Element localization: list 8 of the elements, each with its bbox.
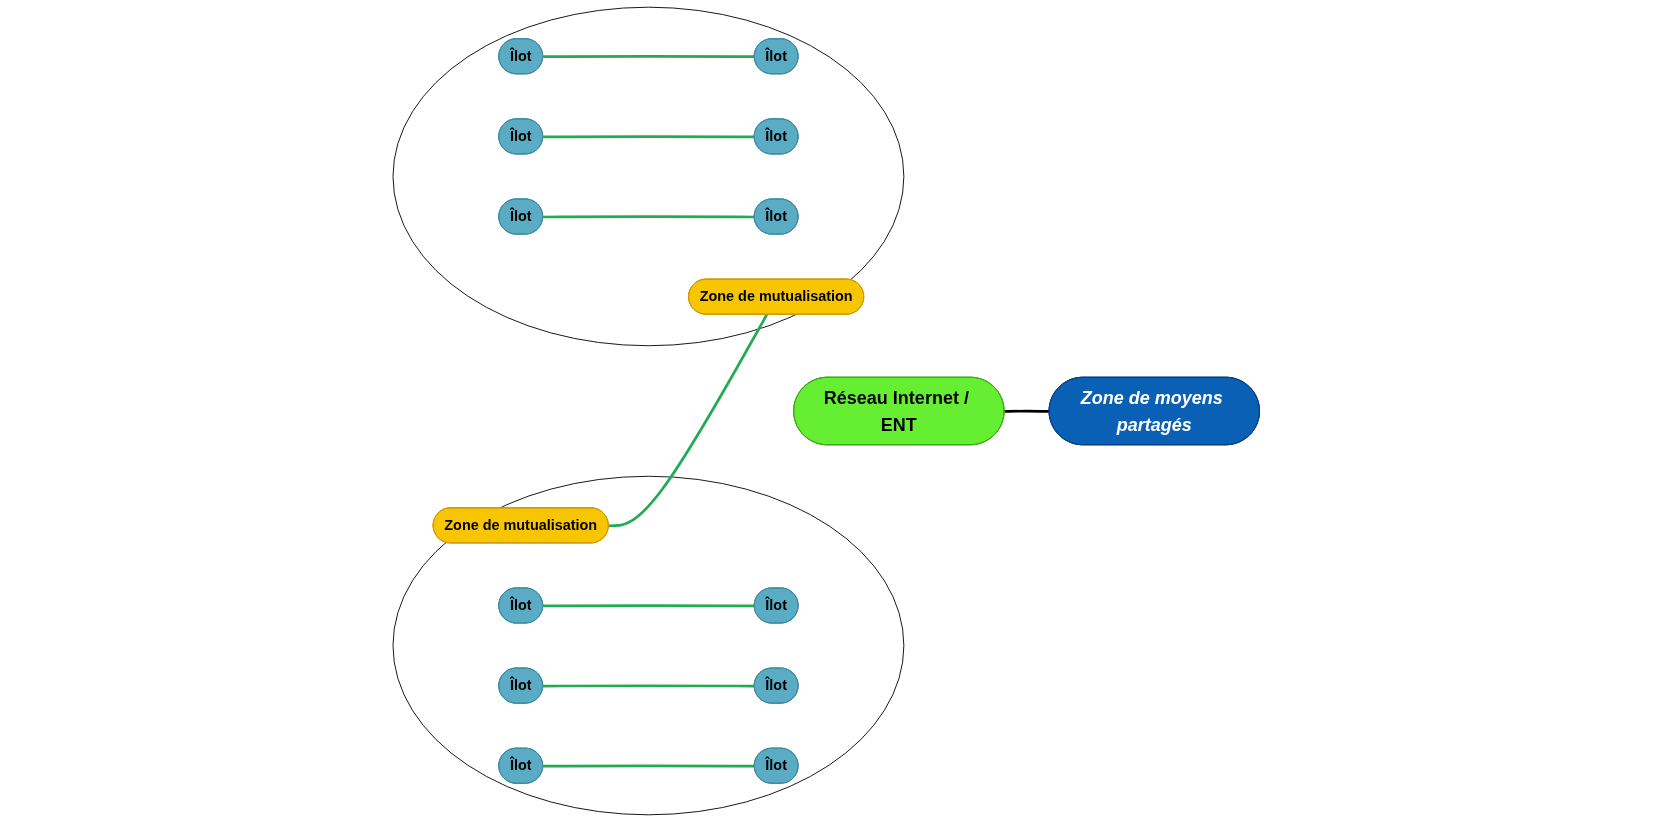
connector xyxy=(543,135,755,139)
connector xyxy=(543,55,755,59)
connector xyxy=(1004,409,1050,413)
connector xyxy=(608,314,768,528)
connector xyxy=(543,764,755,768)
connector xyxy=(543,684,755,688)
connector xyxy=(543,215,755,219)
connector xyxy=(543,604,755,608)
